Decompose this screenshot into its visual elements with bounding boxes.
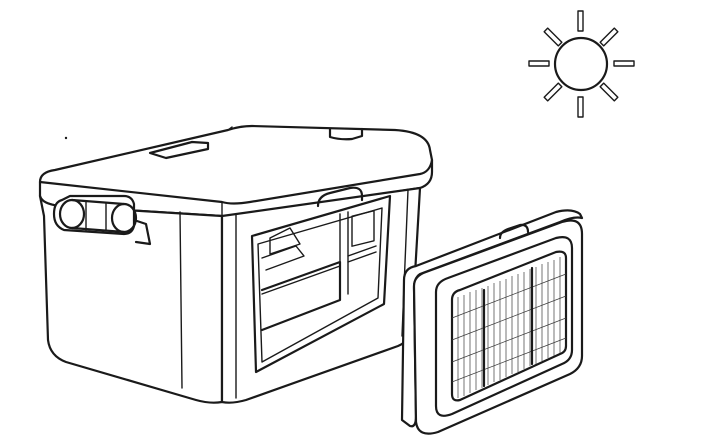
box-lid-top xyxy=(38,124,434,205)
box-body-front xyxy=(220,186,422,404)
filter-mesh xyxy=(450,250,568,402)
hepa-filter xyxy=(400,209,584,435)
sun-rays xyxy=(528,10,635,118)
speck xyxy=(64,136,68,140)
filter-inner-border xyxy=(434,236,574,417)
filter-mesh-lines xyxy=(451,257,567,398)
box-opening-frame xyxy=(250,194,392,374)
box-body-left xyxy=(38,194,224,404)
sun-icon xyxy=(528,10,635,118)
dust-box xyxy=(38,124,434,404)
box-latch xyxy=(52,194,152,246)
